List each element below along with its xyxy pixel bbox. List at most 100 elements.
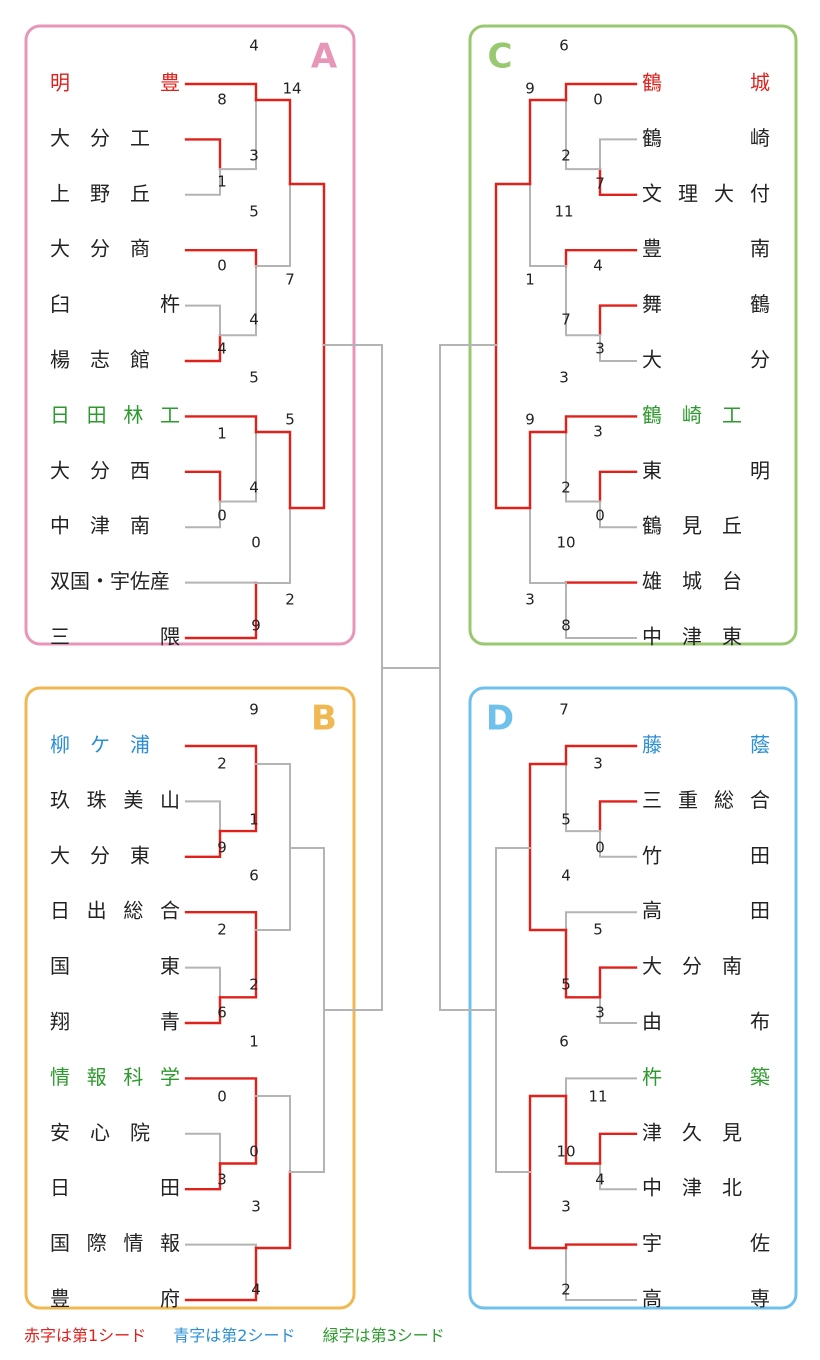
score-label: 4 — [593, 257, 603, 275]
line — [255, 763, 291, 849]
score-label: 0 — [217, 1088, 227, 1106]
line — [564, 744, 638, 766]
line — [184, 911, 258, 932]
line — [564, 1094, 602, 1165]
line — [289, 847, 325, 1011]
team-name: 日田林工 — [50, 403, 180, 427]
line — [529, 183, 567, 267]
team-name: 明 豊 — [50, 71, 180, 95]
line — [184, 334, 222, 363]
score-label: 7 — [595, 175, 605, 193]
team-name: 津 久 見 — [642, 1120, 742, 1144]
line — [598, 966, 638, 999]
score-label: 0 — [249, 1143, 259, 1161]
score-label: 0 — [251, 534, 261, 552]
line — [289, 1009, 325, 1173]
line — [494, 343, 532, 510]
team-name: 大 分 西 — [50, 458, 150, 482]
line — [565, 99, 601, 171]
score-label: 9 — [525, 411, 535, 429]
team-name: 双国・宇佐産 — [50, 569, 170, 593]
score-label: 3 — [217, 1171, 227, 1189]
line — [439, 344, 497, 669]
seed-legend: 赤字は第1シード 青字は第2シード 緑字は第3シード — [24, 1322, 467, 1346]
score-label: 5 — [249, 369, 259, 387]
line — [184, 1246, 258, 1302]
score-label: 1 — [217, 425, 227, 443]
score-label: 1 — [525, 271, 535, 289]
line — [185, 168, 221, 196]
team-name: 日 田 — [50, 1176, 180, 1200]
score-label: 2 — [561, 479, 571, 497]
score-label: 6 — [249, 867, 259, 885]
line — [255, 847, 291, 931]
team-name: 竹 田 — [642, 843, 770, 867]
line — [185, 800, 221, 833]
score-label: 5 — [561, 976, 571, 994]
score-label: 1 — [249, 1033, 259, 1051]
team-name: 鶴 崎 — [642, 126, 770, 150]
score-label: 6 — [217, 1004, 227, 1022]
line — [495, 847, 531, 1011]
line — [184, 470, 222, 503]
team-name: 楊 志 館 — [50, 348, 150, 372]
line — [184, 996, 222, 1025]
line — [219, 99, 257, 171]
line — [564, 248, 638, 268]
score-label: 5 — [285, 411, 295, 429]
score-label: 0 — [595, 507, 605, 525]
team-name: 安 心 院 — [50, 1120, 150, 1144]
score-label: 9 — [249, 701, 259, 719]
line — [599, 1162, 637, 1191]
line — [564, 928, 602, 999]
score-label: 8 — [217, 91, 227, 109]
line — [288, 343, 326, 510]
score-label: 7 — [285, 271, 295, 289]
score-label: 11 — [554, 203, 573, 221]
team-name: 文理大付 — [642, 181, 770, 205]
score-label: 6 — [559, 37, 569, 55]
line — [495, 1009, 531, 1173]
score-label: 3 — [525, 591, 535, 609]
line — [598, 800, 638, 833]
score-label: 3 — [559, 369, 569, 387]
line — [184, 829, 222, 858]
block-letter: A — [311, 37, 338, 77]
score-label: 11 — [588, 1088, 607, 1106]
score-label: 4 — [251, 1281, 261, 1299]
legend-seed1: 赤字は第1シード — [24, 1326, 147, 1345]
score-label: 8 — [561, 617, 571, 635]
score-label: 7 — [561, 311, 571, 329]
line — [184, 138, 222, 171]
score-label: 10 — [556, 534, 575, 552]
team-name: 情報科学 — [50, 1065, 180, 1089]
team-name: 雄 城 台 — [642, 569, 742, 593]
score-label: 5 — [561, 811, 571, 829]
line — [599, 996, 637, 1024]
line — [218, 1094, 258, 1165]
line — [599, 500, 637, 529]
score-label: 4 — [595, 1171, 605, 1189]
team-name: 玖珠美山 — [50, 788, 180, 812]
line — [599, 334, 637, 362]
team-name: 国 東 — [50, 954, 180, 978]
score-label: 5 — [593, 921, 603, 939]
line — [219, 265, 257, 337]
line — [288, 182, 326, 347]
score-label: 9 — [217, 839, 227, 857]
score-label: 2 — [561, 1281, 571, 1299]
score-label: 1 — [217, 173, 227, 191]
line — [564, 1243, 638, 1250]
team-name: 上 野 丘 — [50, 181, 150, 205]
team-name: 大 分 — [642, 348, 770, 372]
score-label: 3 — [593, 755, 603, 773]
team-name: 鶴 城 — [642, 71, 770, 95]
line — [528, 846, 568, 932]
score-label: 1 — [249, 811, 259, 829]
line — [494, 182, 532, 347]
line — [184, 1162, 222, 1191]
team-name: 大 分 商 — [50, 237, 150, 261]
